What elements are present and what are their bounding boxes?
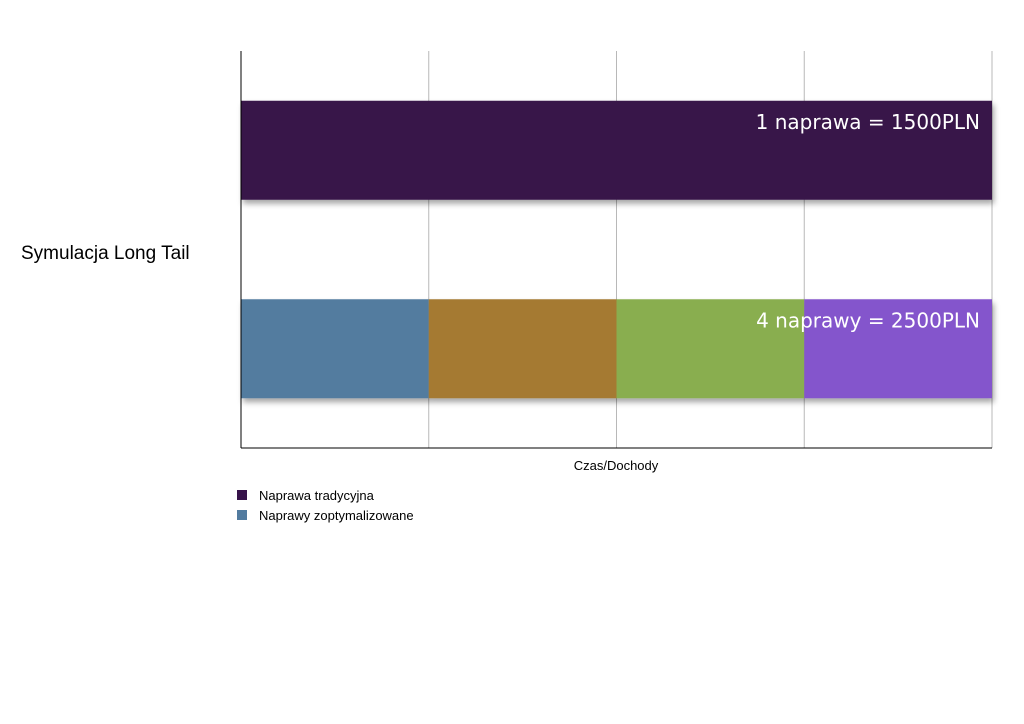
legend-label: Naprawy zoptymalizowane xyxy=(259,507,414,523)
legend-swatch xyxy=(237,490,247,500)
bar xyxy=(241,299,992,399)
legend-swatch xyxy=(237,510,247,520)
annotations: 1 naprawa = 1500PLN 4 naprawy = 2500PLN xyxy=(756,110,980,333)
bar-segment xyxy=(241,100,992,200)
bar-annotation: 1 naprawa = 1500PLN xyxy=(756,110,980,134)
x-axis-title: Czas/Dochody xyxy=(574,458,659,473)
bar-annotation: 4 naprawy = 2500PLN xyxy=(756,308,980,332)
legend-item: Naprawa tradycyjna xyxy=(237,485,414,505)
legend-label: Naprawa tradycyjna xyxy=(259,487,374,503)
bar xyxy=(241,100,992,200)
bar-segment xyxy=(804,299,992,399)
bar-segment xyxy=(616,299,805,399)
bar-segment xyxy=(241,299,429,399)
axes xyxy=(240,51,992,449)
legend-item: Naprawy zoptymalizowane xyxy=(237,505,414,525)
bar-segment xyxy=(428,299,617,399)
legend: Naprawa tradycyjna Naprawy zoptymalizowa… xyxy=(237,485,414,525)
category-label: Symulacja Long Tail xyxy=(21,243,190,264)
bars xyxy=(241,100,992,399)
